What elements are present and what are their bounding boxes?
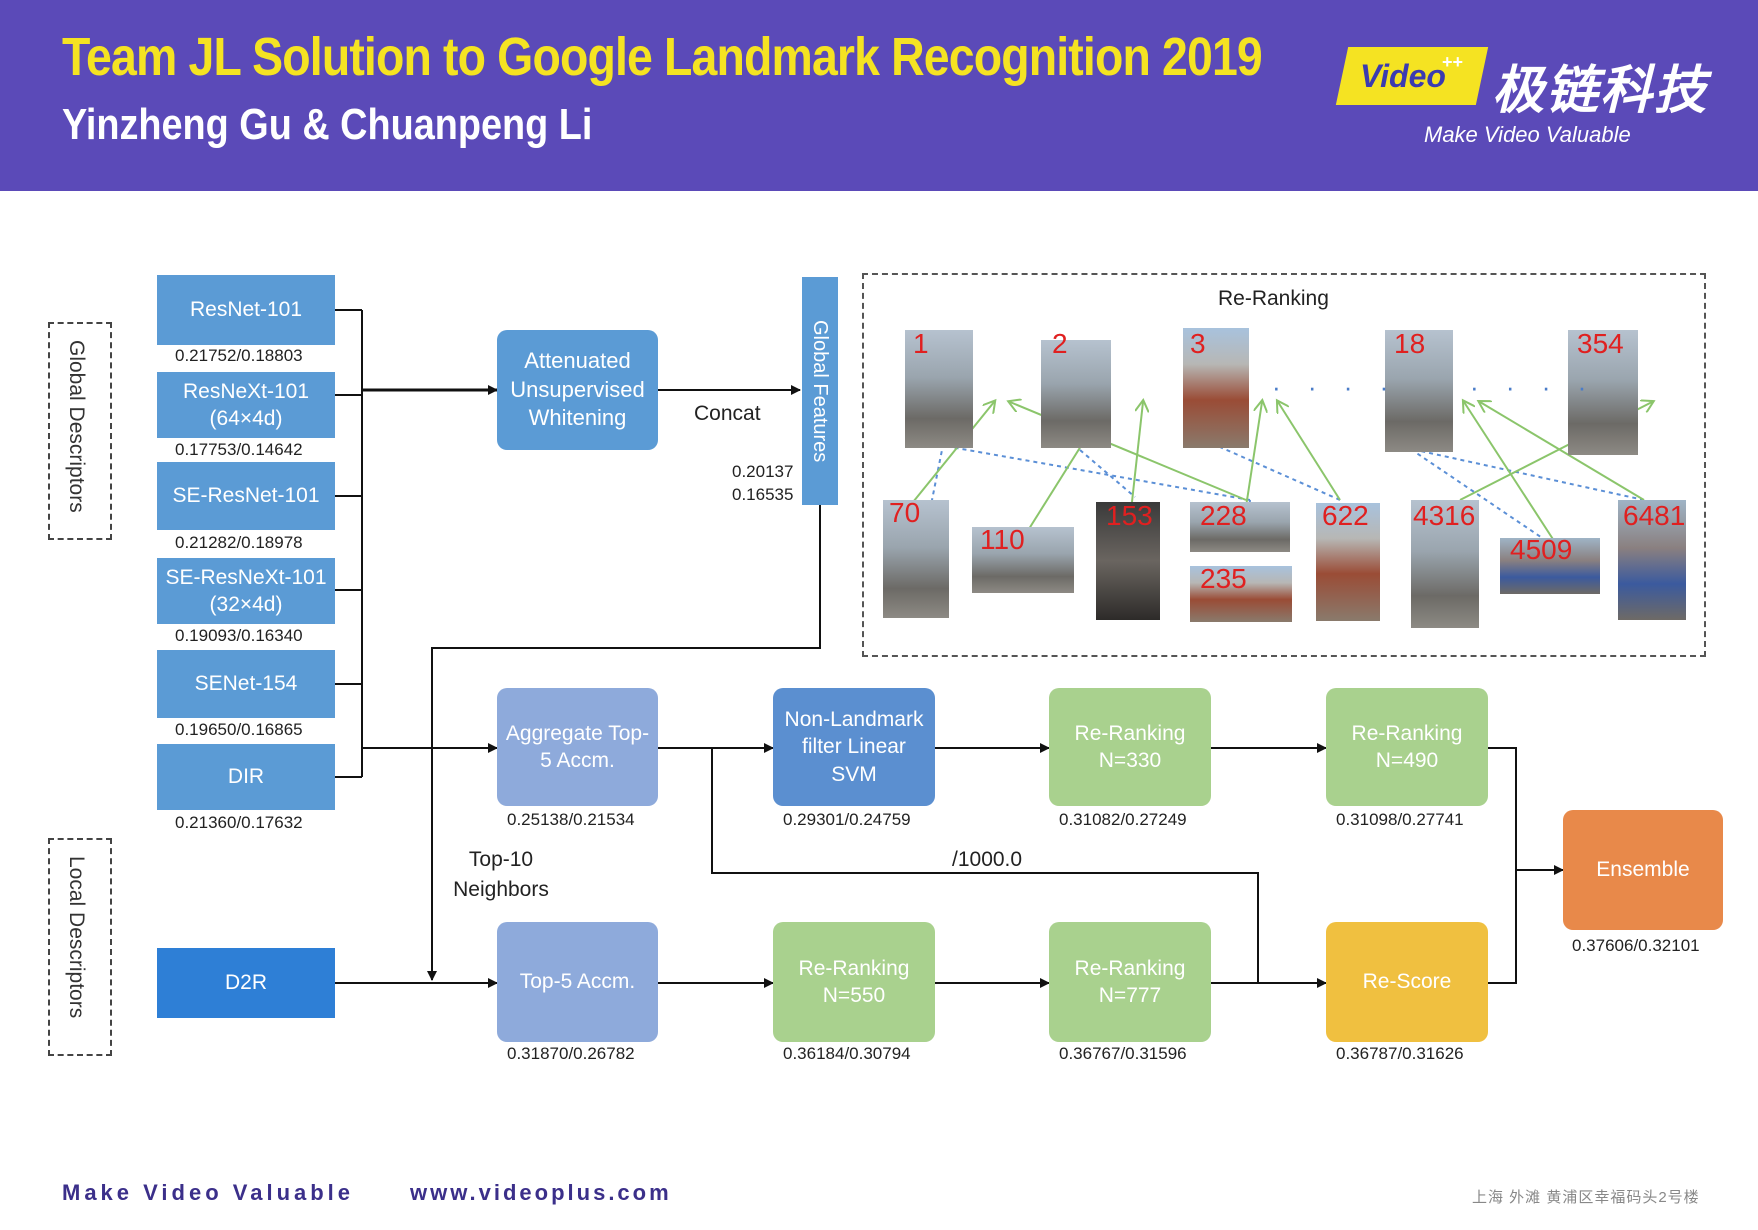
backbone-se-resnext101: SE-ResNeXt-101 (32×4d) (157, 558, 335, 624)
landmark-photo (1041, 340, 1111, 448)
reranking-n777-box: Re-Ranking N=777 (1049, 922, 1211, 1042)
rank-number: 6481 (1623, 500, 1686, 531)
landmark-photo (1618, 500, 1686, 620)
reranking-illustration-frame (862, 273, 1706, 657)
reranking-n490-score: 0.31098/0.27741 (1336, 810, 1464, 829)
neighbors-label: Top-10 Neighbors (453, 848, 549, 902)
landmark-photo (1411, 500, 1479, 628)
ellipsis: · · · · (1272, 372, 1399, 402)
backbone-resnet101: ResNet-101 (157, 275, 335, 345)
backbone-score: 0.21752/0.18803 (175, 346, 303, 365)
local-descriptors-frame (48, 838, 112, 1056)
backbone-d2r: D2R (157, 948, 335, 1018)
backbone-score: 0.19650/0.16865 (175, 720, 303, 739)
divide-label: /1000.0 (952, 848, 1023, 871)
global-features-score-1: 0.20137 (732, 462, 794, 481)
whitening-box: Attenuated Unsupervised Whitening (497, 330, 658, 450)
landmark-photo (1500, 538, 1600, 594)
landmark-photo (905, 330, 973, 448)
rescore-score: 0.36787/0.31626 (1336, 1044, 1464, 1063)
ellipsis: · · · · (1470, 372, 1597, 402)
reranking-n550-box: Re-Ranking N=550 (773, 922, 935, 1042)
top5-accm-box: Top-5 Accm. (497, 922, 658, 1042)
landmark-photo (1316, 503, 1380, 621)
rank-number: 153 (1106, 500, 1153, 531)
landmark-photo (1568, 330, 1638, 455)
landmark-photo (972, 527, 1074, 593)
backbone-se-resnet101: SE-ResNet-101 (157, 462, 335, 530)
landmark-photo (1385, 330, 1453, 452)
backbone-senet154: SENet-154 (157, 650, 335, 718)
page-title: Team JL Solution to Google Landmark Reco… (62, 27, 1263, 87)
authors: Yinzheng Gu & Chuanpeng Li (62, 100, 593, 149)
global-descriptors-label: Global Descriptors (65, 340, 88, 513)
landmark-photo (1183, 328, 1249, 448)
rank-number: 354 (1577, 328, 1624, 359)
logo-word: Video (1360, 58, 1446, 94)
non-landmark-filter-box: Non-Landmark filter Linear SVM (773, 688, 935, 806)
global-descriptors-frame (48, 322, 112, 540)
rank-number: 70 (889, 497, 921, 528)
footer-address: 上海 外滩 黄浦区幸福码头2号楼 (1472, 1189, 1700, 1206)
reranking-illustration-title: Re-Ranking (1218, 287, 1329, 310)
concat-label: Concat (694, 402, 761, 425)
landmark-photo (883, 500, 949, 618)
rank-number: 622 (1322, 500, 1369, 531)
header-banner: Team JL Solution to Google Landmark Reco… (0, 0, 1758, 191)
logo-plus: ++ (1442, 52, 1464, 72)
backbone-score: 0.19093/0.16340 (175, 626, 303, 645)
aggregate-top5-box: Aggregate Top-5 Accm. (497, 688, 658, 806)
rank-number: 18 (1394, 328, 1426, 359)
reranking-n777-score: 0.36767/0.31596 (1059, 1044, 1187, 1063)
reranking-n330-box: Re-Ranking N=330 (1049, 688, 1211, 806)
backbone-score: 0.17753/0.14642 (175, 440, 303, 459)
rank-number: 4316 (1413, 500, 1476, 531)
top5-accm-score: 0.31870/0.26782 (507, 1044, 635, 1063)
landmark-photo (1096, 502, 1160, 620)
backbone-dir: DIR (157, 744, 335, 810)
aggregate-top5-score: 0.25138/0.21534 (507, 810, 635, 829)
backbone-score: 0.21360/0.17632 (175, 813, 303, 832)
ensemble-score: 0.37606/0.32101 (1572, 936, 1700, 955)
rank-number: 228 (1200, 500, 1247, 531)
non-landmark-filter-score: 0.29301/0.24759 (783, 810, 911, 829)
landmark-photo (1190, 502, 1290, 552)
rank-number: 4509 (1510, 534, 1573, 565)
reranking-n490-box: Re-Ranking N=490 (1326, 688, 1488, 806)
rank-number: 3 (1190, 328, 1206, 359)
local-descriptors-label: Local Descriptors (65, 856, 88, 1019)
ensemble-box: Ensemble (1563, 810, 1723, 930)
logo-chinese: 极链科技 (1492, 62, 1709, 120)
rescore-box: Re-Score (1326, 922, 1488, 1042)
rank-number: 1 (913, 328, 929, 359)
global-features-score-2: 0.16535 (732, 485, 794, 504)
reranking-n550-score: 0.36184/0.30794 (783, 1044, 911, 1063)
rank-number: 2 (1052, 328, 1068, 359)
global-features-box: Global Features (802, 277, 838, 505)
global-features-label: Global Features (809, 319, 831, 463)
rank-number: 235 (1200, 563, 1247, 594)
footer-slogan: Make Video Valuable (62, 1180, 355, 1205)
reranking-n330-score: 0.31082/0.27249 (1059, 810, 1187, 829)
backbone-resnext101: ResNeXt-101 (64×4d) (157, 372, 335, 438)
backbone-score: 0.21282/0.18978 (175, 533, 303, 552)
landmark-photo (1190, 566, 1292, 622)
footer-website[interactable]: www.videoplus.com (410, 1180, 672, 1205)
logo-tagline: Make Video Valuable (1424, 122, 1631, 147)
rank-number: 110 (980, 524, 1025, 555)
